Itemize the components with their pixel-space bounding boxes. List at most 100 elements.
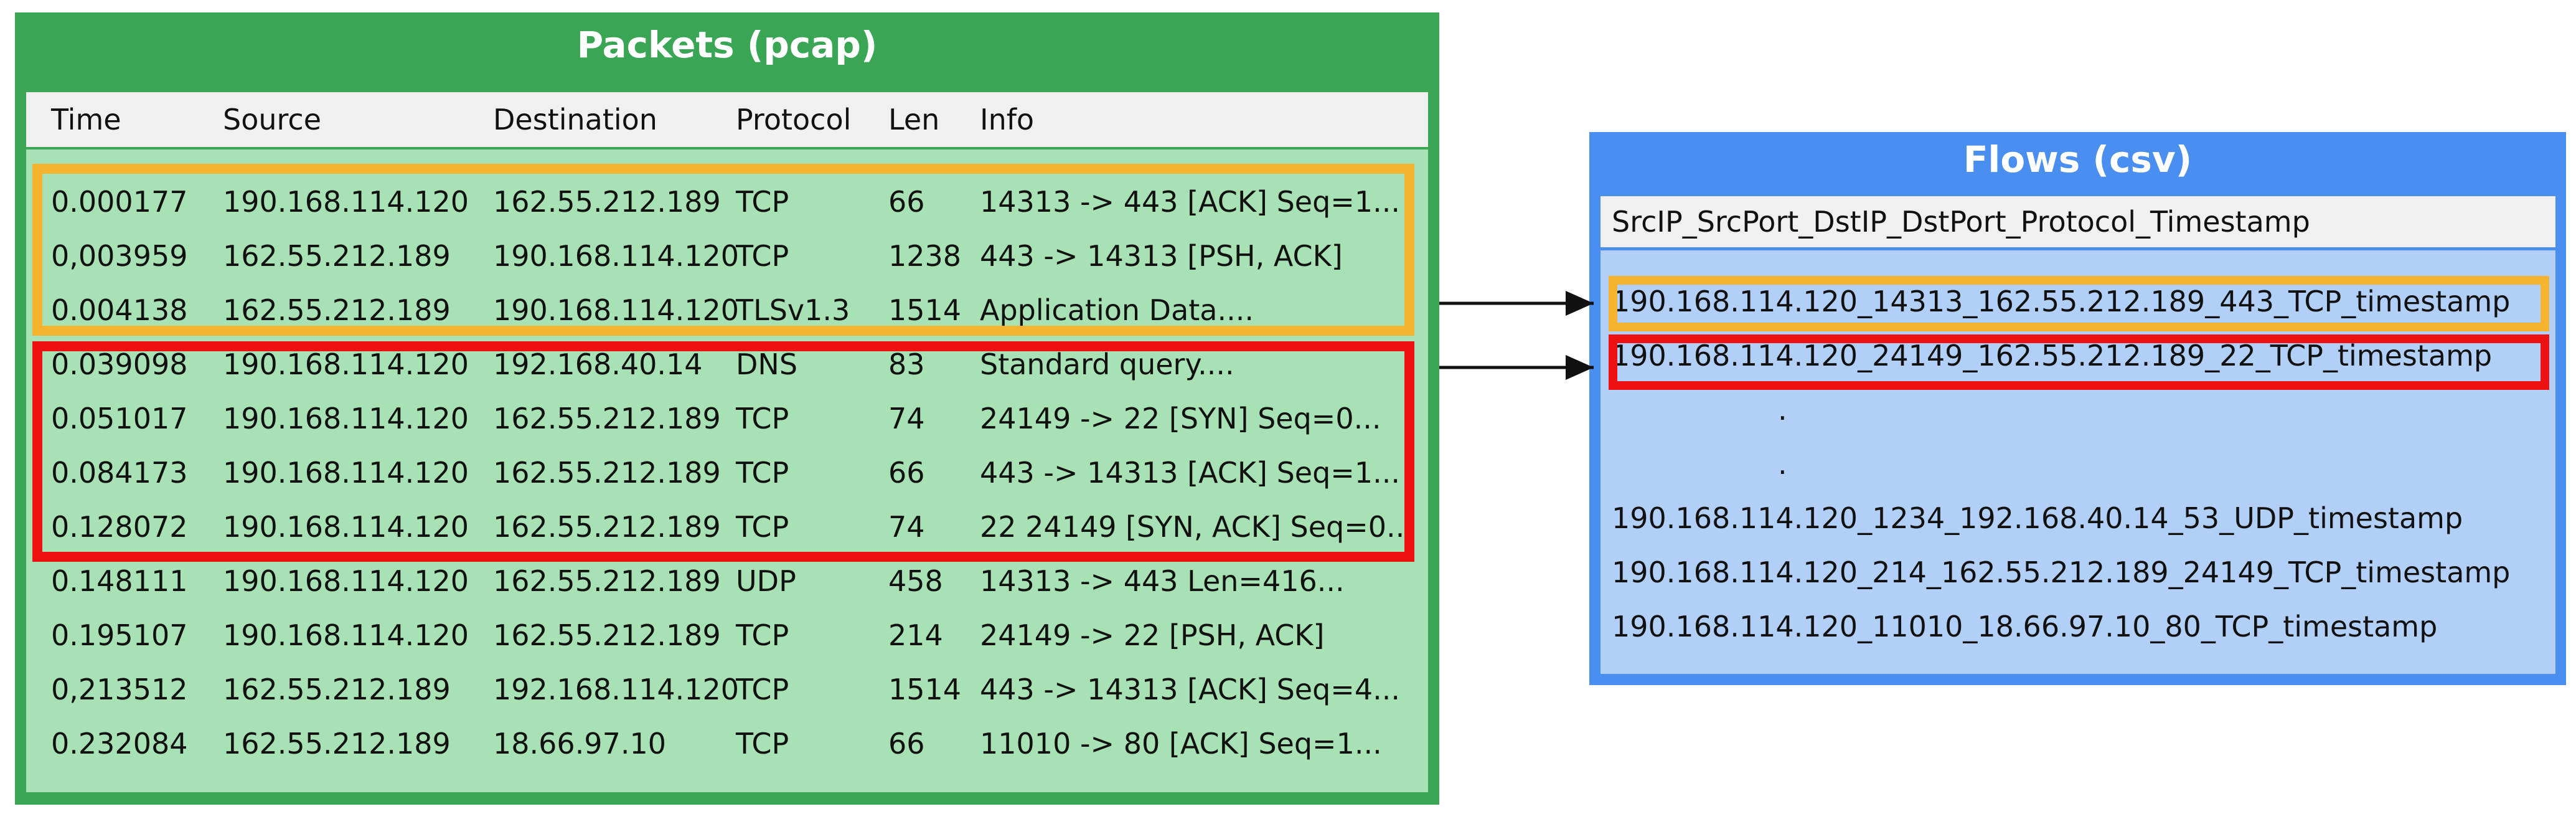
cell-destination: 190.168.114.120 bbox=[493, 293, 740, 327]
list-item: 190.168.114.120_14313_162.55.212.189_443… bbox=[1612, 285, 2511, 318]
cell-time: 0.084173 bbox=[51, 456, 188, 490]
cell-len: 74 bbox=[888, 402, 925, 435]
ellipsis-dot: . bbox=[1778, 447, 1787, 481]
list-item: 190.168.114.120_1234_192.168.40.14_53_UD… bbox=[1612, 501, 2463, 535]
flows-panel: Flows (csv) SrcIP_SrcPort_DstIP_DstPort_… bbox=[1589, 132, 2566, 685]
cell-destination: 18.66.97.10 bbox=[493, 727, 666, 760]
cell-len: 1238 bbox=[888, 239, 962, 273]
cell-destination: 190.168.114.120 bbox=[493, 239, 740, 273]
cell-protocol: UDP bbox=[736, 564, 796, 598]
cell-protocol: TCP bbox=[736, 618, 789, 652]
cell-len: 83 bbox=[888, 348, 925, 381]
cell-destination: 162.55.212.189 bbox=[493, 618, 721, 652]
cell-protocol: TCP bbox=[736, 727, 789, 760]
cell-protocol: TCP bbox=[736, 456, 789, 490]
list-item: 190.168.114.120_24149_162.55.212.189_22_… bbox=[1612, 339, 2493, 372]
cell-info: Application Data.... bbox=[980, 293, 1254, 327]
cell-time: 0.195107 bbox=[51, 618, 188, 652]
cell-protocol: TCP bbox=[736, 673, 789, 706]
cell-source: 190.168.114.120 bbox=[223, 456, 469, 490]
column-header-len: Len bbox=[888, 103, 940, 136]
cell-info: 443 -> 14313 [PSH, ACK] bbox=[980, 239, 1343, 273]
cell-source: 190.168.114.120 bbox=[223, 185, 469, 219]
cell-time: 0.128072 bbox=[51, 510, 188, 544]
packets-flow2-highlight bbox=[32, 341, 1414, 562]
flows-flow2-highlight bbox=[1609, 334, 2549, 390]
column-header-info: Info bbox=[980, 103, 1035, 136]
cell-len: 66 bbox=[888, 456, 925, 490]
cell-destination: 162.55.212.189 bbox=[493, 456, 721, 490]
cell-len: 1514 bbox=[888, 673, 962, 706]
table-row: 0.039098 190.168.114.120 192.168.40.14 DNS 8… bbox=[26, 348, 1428, 385]
cell-info: 14313 -> 443 [ACK] Seq=1... bbox=[980, 185, 1400, 219]
cell-time: 0.232084 bbox=[51, 727, 188, 760]
cell-time: 0.000177 bbox=[51, 185, 188, 219]
cell-source: 162.55.212.189 bbox=[223, 673, 451, 706]
cell-len: 74 bbox=[888, 510, 925, 544]
cell-source: 190.168.114.120 bbox=[223, 402, 469, 435]
cell-info: 24149 -> 22 [SYN] Seq=0... bbox=[980, 402, 1381, 435]
packets-panel-title: Packets (pcap) bbox=[576, 24, 878, 66]
cell-len: 66 bbox=[888, 185, 925, 219]
cell-info: 443 -> 14313 [ACK] Seq=1... bbox=[980, 456, 1400, 490]
list-item: 190.168.114.120_214_162.55.212.189_24149… bbox=[1612, 556, 2511, 589]
cell-protocol: TCP bbox=[736, 239, 789, 273]
cell-destination: 162.55.212.189 bbox=[493, 510, 721, 544]
cell-protocol: TCP bbox=[736, 185, 789, 219]
flows-column-header: SrcIP_SrcPort_DstIP_DstPort_Protocol_Tim… bbox=[1601, 196, 2555, 247]
flows-header-text: SrcIP_SrcPort_DstIP_DstPort_Protocol_Tim… bbox=[1612, 205, 2310, 239]
cell-source: 190.168.114.120 bbox=[223, 564, 469, 598]
cell-source: 190.168.114.120 bbox=[223, 348, 469, 381]
cell-info: 22 24149 [SYN, ACK] Seq=0... bbox=[980, 510, 1414, 544]
flows-flow1-highlight bbox=[1609, 276, 2549, 331]
cell-info: 14313 -> 443 Len=416... bbox=[980, 564, 1345, 598]
table-row: 0.000177 190.168.114.120 162.55.212.189 TCP… bbox=[26, 185, 1428, 222]
cell-len: 66 bbox=[888, 727, 925, 760]
cell-info: Standard query.... bbox=[980, 348, 1234, 381]
cell-time: 0.039098 bbox=[51, 348, 188, 381]
cell-info: 443 -> 14313 [ACK] Seq=4... bbox=[980, 673, 1400, 706]
column-header-protocol: Protocol bbox=[736, 103, 852, 136]
column-header-time: Time bbox=[51, 103, 121, 136]
cell-info: 24149 -> 22 [PSH, ACK] bbox=[980, 618, 1325, 652]
cell-len: 1514 bbox=[888, 293, 962, 327]
cell-source: 162.55.212.189 bbox=[223, 239, 451, 273]
table-row: 0.148111 190.168.114.120 162.55.212.189 UDP… bbox=[26, 564, 1428, 602]
cell-time: 0,003959 bbox=[51, 239, 188, 273]
cell-protocol: TCP bbox=[736, 402, 789, 435]
cell-protocol: DNS bbox=[736, 348, 798, 381]
cell-destination: 192.168.114.120 bbox=[493, 673, 740, 706]
column-header-source: Source bbox=[223, 103, 321, 136]
cell-protocol: TCP bbox=[736, 510, 789, 544]
cell-source: 190.168.114.120 bbox=[223, 510, 469, 544]
cell-info: 11010 -> 80 [ACK] Seq=1... bbox=[980, 727, 1382, 760]
cell-time: 0.004138 bbox=[51, 293, 188, 327]
ellipsis-dot: . bbox=[1778, 393, 1787, 427]
packets-flow1-highlight bbox=[32, 164, 1414, 336]
cell-len: 458 bbox=[888, 564, 943, 598]
flows-panel-title: Flows (csv) bbox=[1963, 138, 2193, 181]
cell-time: 0,213512 bbox=[51, 673, 188, 706]
cell-len: 214 bbox=[888, 618, 943, 652]
cell-protocol: TLSv1.3 bbox=[736, 293, 850, 327]
cell-time: 0.148111 bbox=[51, 564, 188, 598]
flows-list-body: 190.168.114.120_14313_162.55.212.189_443… bbox=[1601, 250, 2555, 674]
table-row: 0.084173 190.168.114.120 162.55.212.189 TCP… bbox=[26, 456, 1428, 493]
cell-destination: 162.55.212.189 bbox=[493, 402, 721, 435]
list-item: 190.168.114.120_11010_18.66.97.10_80_TCP… bbox=[1612, 610, 2438, 643]
cell-destination: 162.55.212.189 bbox=[493, 564, 721, 598]
cell-source: 190.168.114.120 bbox=[223, 618, 469, 652]
cell-destination: 162.55.212.189 bbox=[493, 185, 721, 219]
cell-source: 162.55.212.189 bbox=[223, 293, 451, 327]
cell-destination: 192.168.40.14 bbox=[493, 348, 703, 381]
cell-time: 0.051017 bbox=[51, 402, 188, 435]
table-row: 0.128072 190.168.114.120 162.55.212.189 TCP… bbox=[26, 510, 1428, 547]
